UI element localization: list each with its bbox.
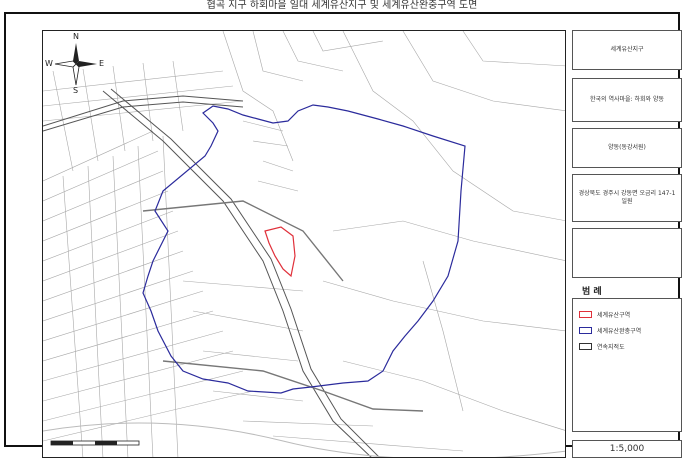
heritage-zone-boundary bbox=[264, 226, 296, 278]
zone-type-box: 세계유산지구 bbox=[572, 30, 682, 70]
scale-label: 1:5,000 bbox=[572, 440, 682, 458]
legend-item-cadastral: 연속지적도 bbox=[579, 341, 625, 351]
cadastral-map bbox=[43, 31, 565, 457]
page-title: 협곡 지구 하회마을 일대 세계유산지구 및 세계유산완충구역 도면 bbox=[206, 0, 478, 11]
compass-north-label: N bbox=[73, 32, 79, 41]
black-swatch-icon bbox=[579, 342, 592, 350]
compass-east-label: E bbox=[99, 59, 105, 68]
heritage-name-box: 한국의 역사마을: 하회와 양동 bbox=[572, 78, 682, 122]
map-canvas[interactable]: N S E W bbox=[42, 30, 566, 458]
compass-west-label: W bbox=[45, 59, 53, 68]
site-name-box: 양동(동강서원) bbox=[572, 128, 682, 168]
legend-item-heritage-zone: 세계유산구역 bbox=[579, 309, 630, 319]
red-swatch-icon bbox=[579, 310, 592, 318]
legend: 세계유산구역 세계유산완충구역 연속지적도 bbox=[572, 298, 682, 432]
blue-swatch-icon bbox=[579, 326, 592, 334]
blank-box bbox=[572, 228, 682, 278]
legend-title: 범 례 bbox=[582, 287, 602, 297]
compass-rose: N S E W bbox=[45, 33, 105, 95]
info-panel: 세계유산지구 한국의 역사마을: 하회와 양동 양동(동강서원) 경상북도 경주… bbox=[572, 30, 682, 458]
map-sheet: N S E W 세계유산지구 한국의 역사마을: 하회와 양동 양동(동강서원)… bbox=[4, 12, 682, 458]
legend-item-buffer-zone: 세계유산완충구역 bbox=[579, 325, 641, 335]
compass-south-label: S bbox=[73, 86, 79, 95]
buffer-zone-boundary bbox=[142, 104, 466, 394]
address-box: 경상북도 경주시 강동면 오금리 147-1 일원 bbox=[572, 174, 682, 222]
scale-bar bbox=[49, 437, 141, 451]
